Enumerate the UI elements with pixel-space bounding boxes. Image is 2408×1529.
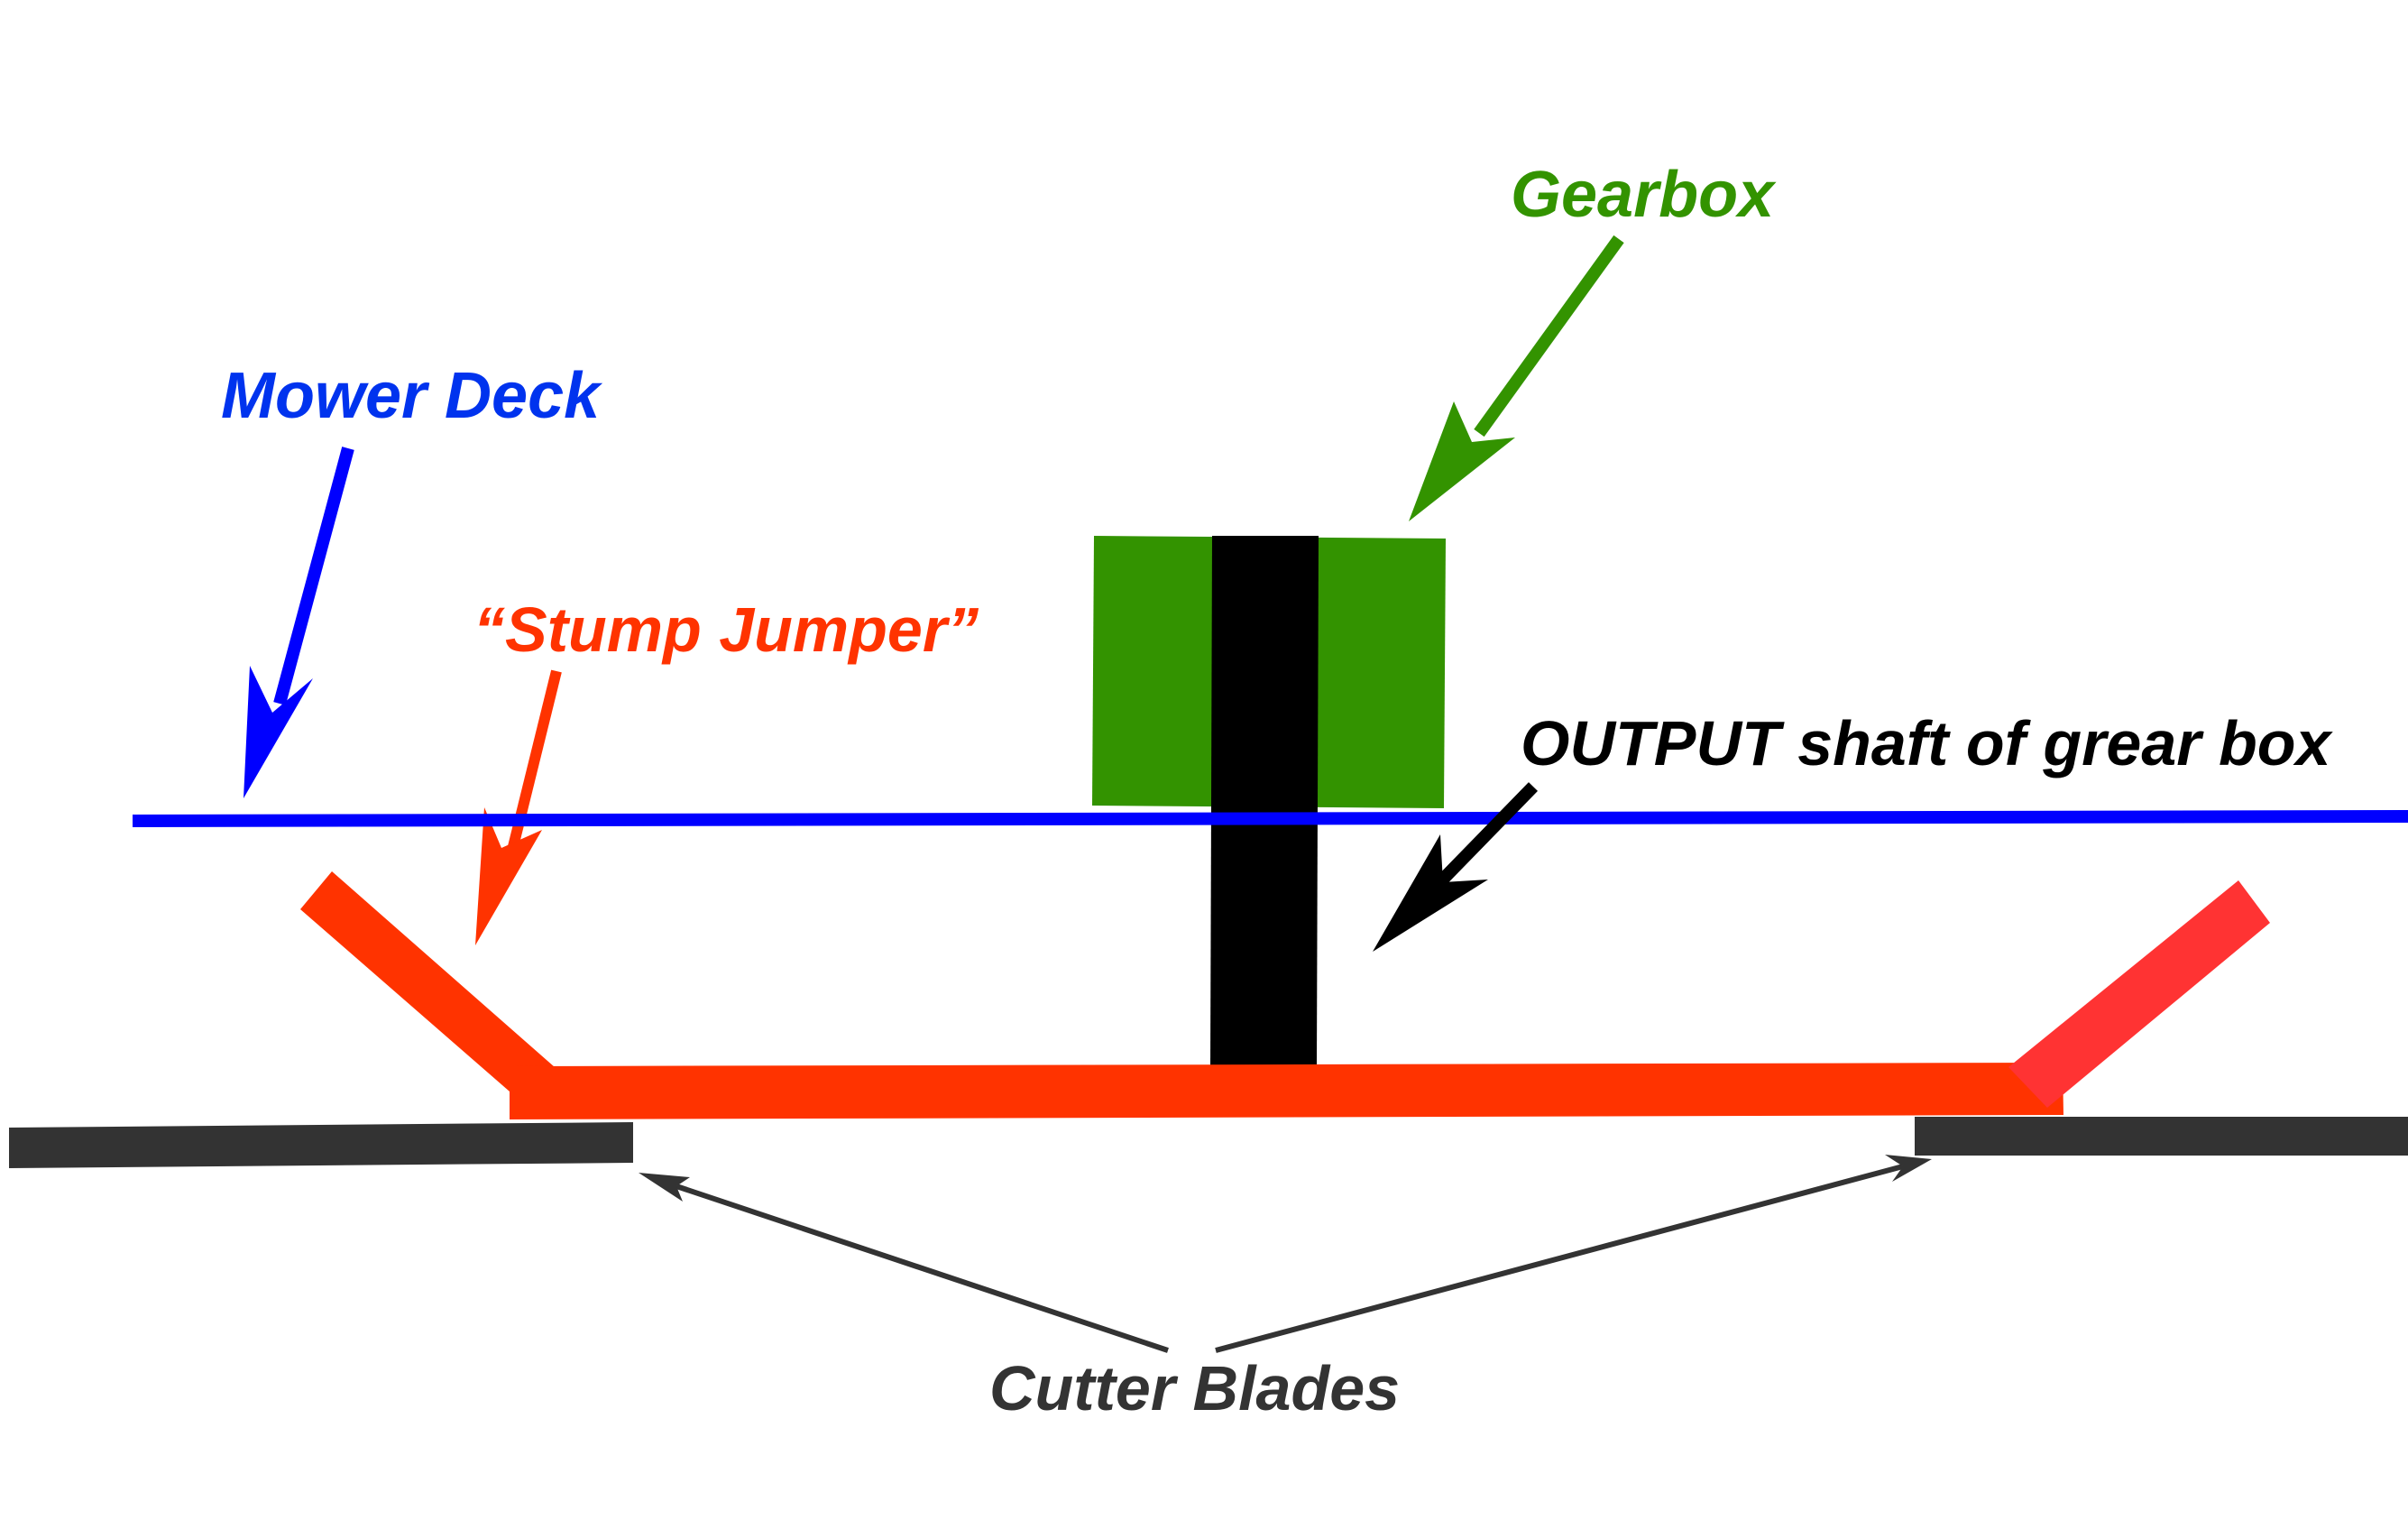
output-shaft-label: OUTPUT shaft of grear box bbox=[1521, 708, 2333, 778]
mower-deck-label: Mower Deck bbox=[221, 360, 603, 432]
stump-jumper-arrow bbox=[475, 669, 562, 945]
gearbox-arrow bbox=[1409, 235, 1624, 521]
stump-jumper-left-arm bbox=[300, 871, 555, 1110]
gearbox-label: Gearbox bbox=[1511, 159, 1777, 231]
mower-deck-line bbox=[133, 810, 2408, 827]
stump-jumper bbox=[300, 871, 2270, 1119]
mower-deck-arrow bbox=[244, 447, 354, 798]
stump-jumper-right-arm bbox=[2008, 880, 2270, 1108]
output-shaft bbox=[1210, 536, 1319, 1071]
cutter-blade-left bbox=[9, 1122, 633, 1168]
cutter-blade-right bbox=[1915, 1117, 2408, 1156]
cutter-blades-arrow-right bbox=[1215, 1155, 1932, 1353]
output-shaft-arrow bbox=[1373, 782, 1539, 952]
stump-jumper-label: “Stump Jumper” bbox=[473, 594, 979, 665]
cutter-blades-arrow-left bbox=[639, 1173, 1169, 1353]
cutter-blades-label: Cutter Blades bbox=[989, 1353, 1400, 1423]
stump-jumper-base bbox=[510, 1063, 2063, 1119]
